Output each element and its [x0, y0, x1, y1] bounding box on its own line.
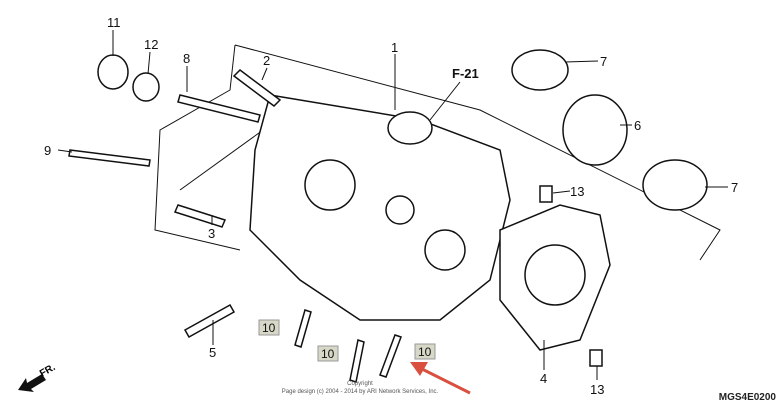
callout-6: 6 — [634, 118, 641, 133]
dowel-pin — [232, 69, 282, 107]
dowel — [589, 349, 603, 367]
diagram-code: MGS4E0200 — [718, 392, 776, 403]
copyright-text: Page design (c) 2004 - 2014 by ARI Netwo… — [281, 389, 439, 395]
assembly-outline — [154, 44, 721, 261]
reference-f21[interactable]: F-21 — [452, 66, 479, 81]
callout-12: 12 — [144, 37, 158, 52]
o-ring — [132, 72, 160, 102]
spark-plug — [183, 303, 236, 339]
highlight-callout-10[interactable]: 10 — [414, 343, 436, 360]
valve-port — [304, 159, 356, 211]
callout-1: 1 — [391, 40, 398, 55]
callout-8: 8 — [183, 51, 190, 66]
bolt — [68, 149, 151, 167]
highlight-callout-10[interactable]: 10 — [317, 345, 339, 362]
valve-port — [424, 229, 466, 271]
callout-2: 2 — [263, 53, 270, 68]
copyright-title: Copyright — [347, 381, 373, 387]
callout-5: 5 — [209, 345, 216, 360]
highlight-callout-10[interactable]: 10 — [258, 319, 280, 336]
cylinder-head — [249, 94, 511, 321]
bolt — [177, 94, 261, 123]
svg-text:10: 10 — [418, 345, 432, 359]
svg-text:10: 10 — [262, 321, 276, 335]
intake-port — [387, 111, 433, 145]
svg-text:FR.: FR. — [38, 362, 58, 380]
dowel — [539, 185, 553, 203]
intake-boot — [562, 94, 628, 166]
clamp — [642, 159, 708, 211]
clamp — [511, 49, 569, 91]
valve-port — [385, 195, 415, 225]
cap — [97, 54, 129, 90]
callout-9: 9 — [44, 143, 51, 158]
callout-11: 11 — [107, 15, 121, 30]
stud-bolt — [349, 339, 365, 383]
front-arrow-icon: FR. — [18, 362, 58, 392]
gasket-bore — [524, 244, 586, 306]
callout-4: 4 — [540, 371, 547, 386]
copyright-notice: Copyright Page design (c) 2004 - 2014 by… — [250, 380, 470, 396]
callout-3: 3 — [208, 226, 215, 241]
dowel-pin — [173, 204, 227, 228]
pointer-arrow-icon — [410, 362, 471, 395]
svg-text:10: 10 — [321, 347, 335, 361]
callout-13: 13 — [570, 184, 584, 199]
stud-bolt — [379, 334, 402, 378]
callout-7: 7 — [731, 180, 738, 195]
callout-7: 7 — [600, 54, 607, 69]
callout-13: 13 — [590, 382, 604, 397]
stud-bolt — [294, 309, 312, 348]
